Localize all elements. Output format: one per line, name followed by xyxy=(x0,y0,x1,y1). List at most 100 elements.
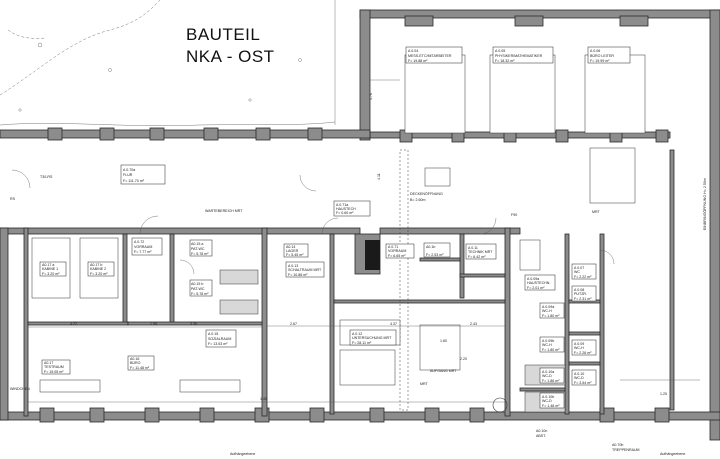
svg-text:BÜRO: BÜRO xyxy=(130,361,141,365)
svg-text:F= 6.65 m²: F= 6.65 m² xyxy=(388,254,406,258)
mrt-shaft xyxy=(365,149,409,411)
mrt-label-top: MRT xyxy=(592,210,601,214)
dim-3: 3.36 xyxy=(190,322,197,326)
svg-text:F= 2.01 m²: F= 2.01 m² xyxy=(527,286,545,290)
svg-text:F= 1.80 m²: F= 1.80 m² xyxy=(542,314,560,318)
svg-text:F= 3.20 m²: F= 3.20 m² xyxy=(90,272,108,276)
svg-text:WC-D: WC-D xyxy=(574,376,584,380)
svg-text:TESTRAUM: TESTRAUM xyxy=(44,365,64,369)
svg-text:F= 2.31 m²: F= 2.31 m² xyxy=(574,297,592,301)
svg-text:A 0.70a: A 0.70a xyxy=(123,168,135,172)
building-title-line2: NKA - OST xyxy=(186,47,275,66)
room-label-a072: A 0.72 VORRAUM F= 7.77 m² xyxy=(131,237,163,256)
svg-text:UNTERSUCHUNG MRT: UNTERSUCHUNG MRT xyxy=(352,336,392,340)
deckenoeffnung-label: DECKENÖFFNUNG xyxy=(410,192,443,196)
svg-text:A0.15 b: A0.15 b xyxy=(191,282,203,286)
room-label-a014: A0.14 LAGER F= 5.45 m² xyxy=(283,243,309,258)
dim-12: 4.11 xyxy=(377,173,381,180)
svg-text:A 0.07: A 0.07 xyxy=(574,266,584,270)
svg-text:BÜRO LEITER: BÜRO LEITER xyxy=(590,54,614,58)
room-label-a016: A0.16 BÜRO F= 11.48 m² xyxy=(127,355,155,371)
svg-text:SCHALTRAUM MRT: SCHALTRAUM MRT xyxy=(288,268,322,272)
svg-text:A 0.10: A 0.10 xyxy=(574,372,584,376)
svg-text:A0.17 b: A0.17 b xyxy=(90,263,102,267)
svg-text:F= 28.11 m²: F= 28.11 m² xyxy=(352,341,372,345)
dim-5: 4.37 xyxy=(390,322,397,326)
svg-text:A 0.11: A 0.11 xyxy=(468,246,478,250)
svg-text:KABINE 1: KABINE 1 xyxy=(42,267,58,271)
svg-text:VORRAUM: VORRAUM xyxy=(134,245,152,249)
dim-10: 1.25 xyxy=(660,392,667,396)
room-label-a015: A 0.15 SOZIALRAUM F= 13.53 m² xyxy=(205,329,237,348)
room-label-a015a: A0.15 a PAT-WC F= 5.78 m² xyxy=(189,239,213,257)
room-label-a010a: A 0.10a WC-D F= 1.86 m² xyxy=(539,367,565,384)
t30rs-label: T30-RS xyxy=(40,175,53,179)
svg-text:WC: WC xyxy=(574,270,580,274)
svg-text:A0.17 a: A0.17 a xyxy=(42,263,54,267)
room-label-a071a: A 0.71a HAUSTECH F= 0.60 m² xyxy=(333,200,371,217)
svg-text:F= 1.48 m²: F= 1.48 m² xyxy=(542,404,560,408)
dimension-lines xyxy=(28,325,700,403)
svg-text:WC-H: WC-H xyxy=(542,343,552,347)
dim-11: 4.76 xyxy=(369,93,373,100)
svg-text:F= 13.53 m²: F= 13.53 m² xyxy=(208,342,228,346)
svg-text:A 0.71a: A 0.71a xyxy=(336,203,348,207)
svg-text:A 0.15: A 0.15 xyxy=(208,332,218,336)
svg-text:F= 19.99 m²: F= 19.99 m² xyxy=(590,59,610,63)
room-label-a013: A 0.13 SCHALTRAUM MRT F= 10.86 m² xyxy=(285,261,325,278)
svg-text:F= 5.78 m²: F= 5.78 m² xyxy=(191,252,209,256)
svg-text:F= 0.60 m²: F= 0.60 m² xyxy=(336,211,354,215)
windchen-label: WINDCHEN xyxy=(10,387,30,391)
svg-text:A0.15 a: A0.15 a xyxy=(191,242,203,246)
svg-text:PAT-WC: PAT-WC xyxy=(191,287,205,291)
room-label-a017a: A0.17 a KABINE 1 F= 3.20 m² xyxy=(39,261,67,277)
svg-text:WC-D: WC-D xyxy=(542,399,552,403)
room-label-a009a-haustech: A 0.09a HAUSTECHN. F= 2.01 m² xyxy=(524,274,556,291)
svg-text:A 0.05: A 0.05 xyxy=(495,49,505,53)
room-label-a015b: A0.15 b PAT-WC F= 5.78 m² xyxy=(189,279,213,297)
svg-text:TECHNIK MRT: TECHNIK MRT xyxy=(468,250,493,254)
svg-text:F= 2.22 m²: F= 2.22 m² xyxy=(574,275,592,279)
svg-text:A0.16: A0.16 xyxy=(130,357,139,361)
svg-text:A0.17: A0.17 xyxy=(44,361,53,365)
svg-text:PAT-WC: PAT-WC xyxy=(191,247,205,251)
aufhaenge-left: Aufhängeebene xyxy=(230,452,255,456)
dim-4: 2.67 xyxy=(290,322,297,326)
svg-text:A 0.09: A 0.09 xyxy=(574,342,584,346)
deckenoeffnung-size: B= 2.60m xyxy=(410,198,425,202)
svg-text:A 0.08: A 0.08 xyxy=(574,288,584,292)
svg-text:PHYSIKER/MATHEMATIKER: PHYSIKER/MATHEMATIKER xyxy=(495,54,543,58)
svg-text:A 0.09a: A 0.09a xyxy=(527,277,539,281)
room-label-a008: A 0.08 PUTZR. F= 2.31 m² xyxy=(571,285,597,302)
room-label-a005: A 0.05 PHYSIKER/MATHEMATIKER F= 18.32 m² xyxy=(492,46,554,64)
svg-text:F= 10.86 m²: F= 10.86 m² xyxy=(288,273,308,277)
svg-text:HAUSTECHN.: HAUSTECHN. xyxy=(527,281,550,285)
svg-text:F= 2.26 m²: F= 2.26 m² xyxy=(574,351,592,355)
a070b-label: A0.70b xyxy=(612,443,623,447)
svg-text:F= 19.05 m²: F= 19.05 m² xyxy=(44,370,64,374)
dim-1: 4.22 xyxy=(70,322,77,326)
svg-text:F= 7.77 m²: F= 7.77 m² xyxy=(134,250,152,254)
svg-text:WC-H: WC-H xyxy=(542,309,552,313)
svg-text:VORRAUM: VORRAUM xyxy=(388,249,406,253)
svg-text:F= 111.70 m²: F= 111.70 m² xyxy=(123,179,145,183)
svg-text:F= 11.48 m²: F= 11.48 m² xyxy=(130,366,150,370)
office-furniture xyxy=(370,54,646,204)
treppenraum-label: TREPPENRAUM xyxy=(612,448,640,452)
svg-text:FLUR: FLUR xyxy=(123,173,133,177)
mrt-label-bottom: MRT xyxy=(420,382,429,386)
svg-text:SOZIALRAUM: SOZIALRAUM xyxy=(208,337,231,341)
dim-8: 2.20 xyxy=(460,357,467,361)
room-label-a011: A 0.11 TECHNIK MRT F= 6.42 m² xyxy=(465,243,497,260)
dim-6: 2.43 xyxy=(470,322,477,326)
svg-text:A 0.10b: A 0.10b xyxy=(542,395,554,399)
svg-text:F= 3.20 m²: F= 3.20 m² xyxy=(42,272,60,276)
room-label-a006: A 0.06 BÜRO LEITER F= 19.99 m² xyxy=(587,46,631,64)
abst-label: ABST. xyxy=(536,434,546,438)
svg-text:F= 19.88 m²: F= 19.88 m² xyxy=(408,59,428,63)
svg-text:F= 1.80 m²: F= 1.80 m² xyxy=(542,348,560,352)
room-label-a009b: A 0.09b WC-H F= 1.80 m² xyxy=(539,336,565,353)
svg-text:F= 3.54 m²: F= 3.54 m² xyxy=(574,381,592,385)
svg-text:KABINE 2: KABINE 2 xyxy=(90,267,106,271)
